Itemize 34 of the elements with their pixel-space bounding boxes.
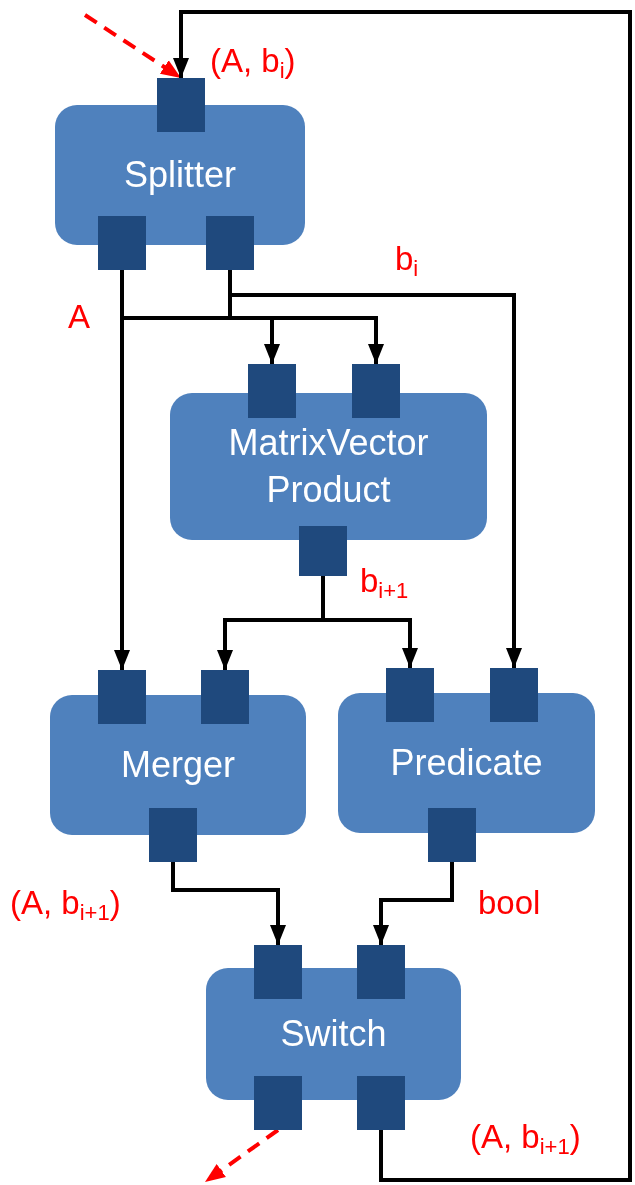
port-square <box>386 668 434 722</box>
dashed-arrow <box>203 1128 280 1184</box>
arrow <box>373 862 454 945</box>
port-square <box>201 670 249 724</box>
arrow <box>173 10 632 1182</box>
signal-label: bool <box>478 884 541 922</box>
port-square <box>299 526 347 576</box>
node-label: MatrixVector Product <box>227 420 430 512</box>
signal-label: (A, b$_{i}$) <box>210 42 296 80</box>
signal-label: b$_{i+1}$ <box>360 562 409 600</box>
port-square <box>254 945 302 999</box>
arrow <box>171 862 286 945</box>
port-square <box>98 216 146 270</box>
port-square <box>206 216 254 270</box>
process-box <box>170 393 487 540</box>
signal-label: (A, b$_{i+1}$) <box>470 1118 581 1156</box>
port-square <box>490 668 538 722</box>
node-label: Switch <box>279 1011 388 1056</box>
port-square <box>157 78 205 132</box>
node-label: Predicate <box>389 740 544 785</box>
port-square <box>357 945 405 999</box>
port-square <box>98 670 146 724</box>
port-square <box>248 364 296 418</box>
port-square <box>149 808 197 862</box>
arrow <box>114 270 130 670</box>
node-label: Merger <box>120 742 236 787</box>
node-label: Splitter <box>122 152 237 197</box>
port-square <box>357 1076 405 1130</box>
port-square <box>254 1076 302 1130</box>
port-square <box>352 364 400 418</box>
signal-label: b$_{i}$ <box>395 240 419 278</box>
signal-label: (A, b$_{i+1}$) <box>10 884 121 922</box>
signal-label: A <box>68 298 90 336</box>
port-square <box>428 808 476 862</box>
